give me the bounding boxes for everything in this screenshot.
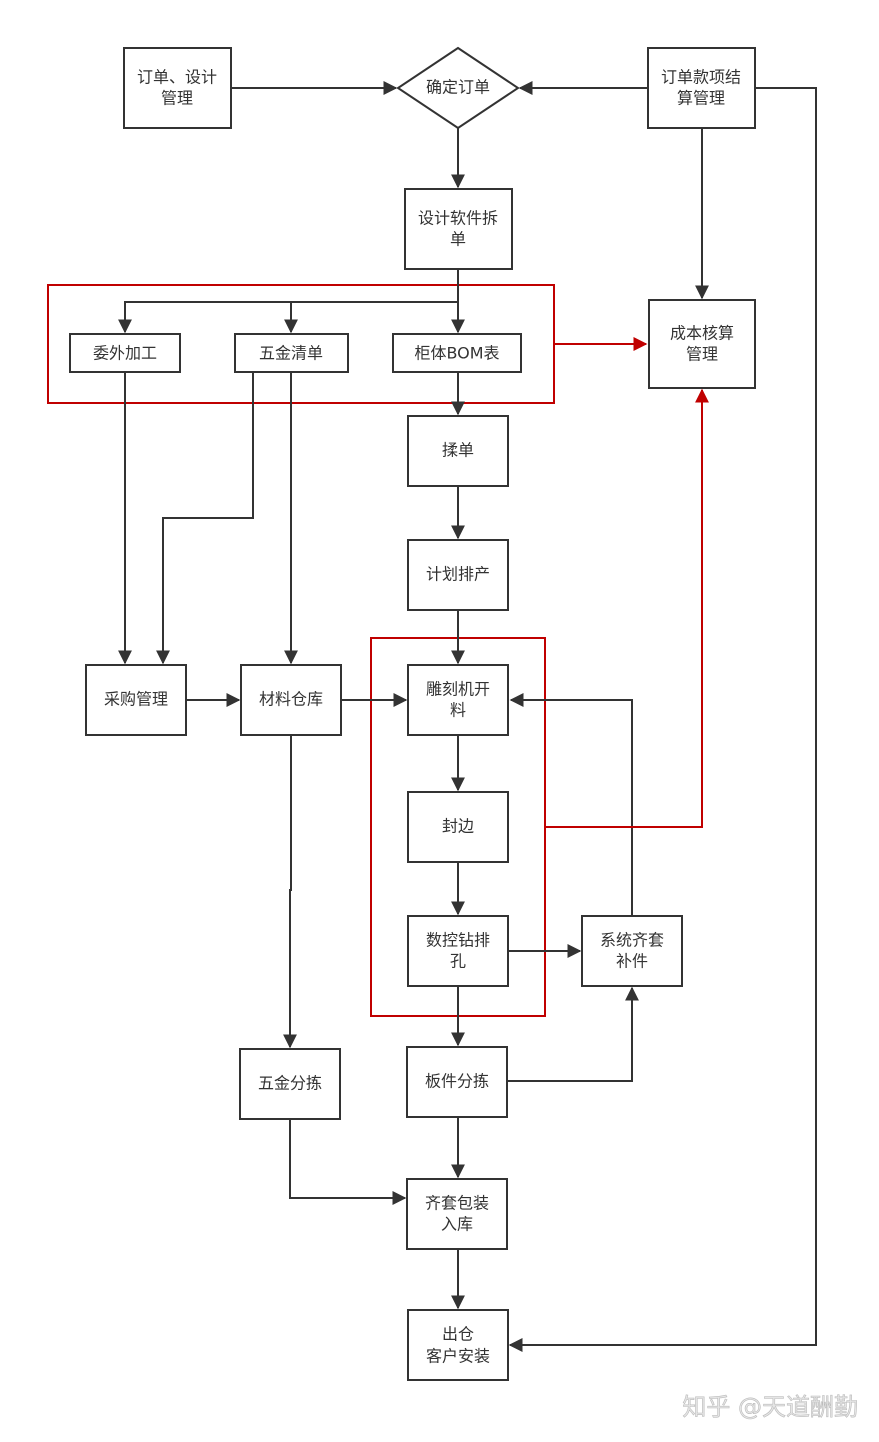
node-purchasing[interactable]: 采购管理	[85, 664, 187, 736]
node-label: 系统齐套	[600, 931, 664, 950]
node-label: 柜体BOM表	[414, 344, 499, 363]
node-panel-sort[interactable]: 板件分拣	[406, 1046, 508, 1118]
edge-production-group-to-cost	[545, 388, 709, 828]
node-label: 板件分拣	[425, 1072, 489, 1091]
node-order-design[interactable]: 订单、设计 管理	[123, 47, 232, 129]
node-label: 雕刻机开	[426, 680, 490, 699]
node-ship-install[interactable]: 出仓 客户安装	[407, 1309, 509, 1381]
edge-warehouse-to-hardware-sort	[283, 735, 297, 1049]
node-label: 单	[450, 230, 466, 249]
node-label: 管理	[686, 345, 718, 364]
node-label: 确定订单	[426, 78, 490, 97]
node-label: 五金清单	[259, 344, 323, 363]
node-hardware-list[interactable]: 五金清单	[234, 333, 349, 373]
node-label: 客户安装	[426, 1347, 490, 1366]
node-production-plan[interactable]: 计划排产	[407, 539, 509, 611]
node-label: 齐套包装	[425, 1194, 489, 1213]
node-label: 委外加工	[93, 344, 157, 363]
node-outsource[interactable]: 委外加工	[69, 333, 181, 373]
node-label: 数控钻排	[426, 931, 490, 950]
node-label: 算管理	[677, 89, 725, 108]
node-kit-pack[interactable]: 齐套包装 入库	[406, 1178, 508, 1250]
node-cnc-cutting[interactable]: 雕刻机开 料	[407, 664, 509, 736]
watermark: 知乎 @天道酬勤	[682, 1393, 858, 1421]
edge-payment-to-ship	[508, 87, 817, 1352]
node-cost-accounting[interactable]: 成本核算 管理	[648, 299, 756, 389]
node-label: 料	[450, 701, 466, 720]
node-label: 五金分拣	[258, 1074, 322, 1093]
node-label: 计划排产	[426, 565, 490, 584]
node-label: 订单款项结	[661, 68, 741, 87]
node-label: 设计软件拆	[418, 209, 498, 228]
node-hardware-sort[interactable]: 五金分拣	[239, 1048, 341, 1120]
node-payment-settle[interactable]: 订单款项结 算管理	[647, 47, 756, 129]
node-label: 成本核算	[670, 324, 734, 343]
edge-hardware-list-to-purchasing	[156, 372, 254, 665]
node-design-split[interactable]: 设计软件拆 单	[404, 188, 513, 270]
node-label: 封边	[442, 817, 474, 836]
node-cabinet-bom[interactable]: 柜体BOM表	[392, 333, 522, 373]
node-label: 揉单	[442, 441, 474, 460]
edge-panel-sort-to-system-kit	[507, 986, 639, 1082]
node-label: 材料仓库	[259, 690, 323, 709]
edge-hardware-sort-to-pack	[289, 1119, 407, 1205]
node-confirm-order[interactable]: 确定订单	[396, 46, 520, 130]
node-merge-orders[interactable]: 揉单	[407, 415, 509, 487]
node-label: 采购管理	[104, 690, 168, 709]
edge-system-kit-to-cutting	[509, 693, 633, 916]
node-label: 孔	[450, 952, 466, 971]
node-system-kit[interactable]: 系统齐套 补件	[581, 915, 683, 987]
node-label: 订单、设计	[137, 68, 217, 87]
node-label: 入库	[441, 1215, 473, 1234]
node-label: 管理	[161, 89, 193, 108]
node-label: 出仓	[442, 1325, 474, 1344]
node-edge-banding[interactable]: 封边	[407, 791, 509, 863]
node-cnc-drilling[interactable]: 数控钻排 孔	[407, 915, 509, 987]
node-material-warehouse[interactable]: 材料仓库	[240, 664, 342, 736]
node-label: 补件	[616, 952, 648, 971]
